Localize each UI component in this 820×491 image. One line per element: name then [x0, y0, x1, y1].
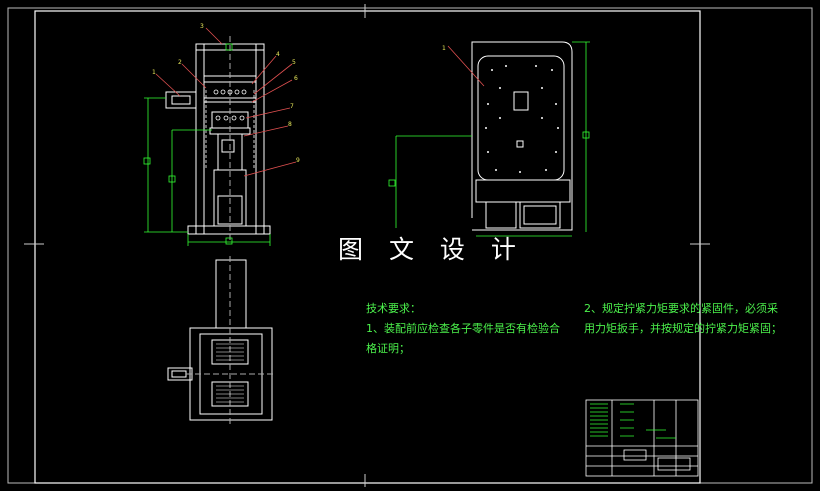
front-view-leaders — [155, 27, 297, 177]
top-view-grid — [216, 343, 244, 403]
balloon-2: 2 — [178, 59, 182, 66]
requirement-2-line-2: 用力矩扳手，并按规定的拧紧力矩紧固； — [584, 322, 782, 335]
requirement-1-line-2: 格证明； — [366, 342, 410, 355]
requirement-2-line-1: 2、规定拧紧力矩要求的紧固件，必须采 — [584, 302, 778, 315]
inner-frame — [34, 10, 701, 484]
side-view-holes — [485, 65, 559, 173]
top-view — [167, 256, 276, 424]
side-view-dimensions — [388, 41, 590, 237]
balloon-1: 1 — [152, 69, 156, 76]
center-marks — [24, 4, 710, 487]
balloon-6: 6 — [294, 75, 298, 82]
side-view-balloon-1: 1 — [442, 45, 446, 52]
balloon-5: 5 — [292, 59, 296, 66]
balloon-8: 8 — [288, 121, 292, 128]
balloon-7: 7 — [290, 103, 294, 110]
technical-requirements-heading: 技术要求： — [366, 302, 421, 315]
balloon-4: 4 — [276, 51, 280, 58]
front-view-dimensions — [143, 43, 271, 246]
requirement-1-line-1: 1、装配前应检查各子零件是否有检验合 — [366, 322, 560, 335]
front-view-balloons: 1 2 3 4 5 6 7 8 9 — [152, 23, 300, 164]
balloon-9: 9 — [296, 157, 300, 164]
side-view — [471, 41, 573, 231]
balloon-3: 3 — [200, 23, 204, 30]
title-block — [585, 399, 699, 477]
drawing-title: 图 文 设 计 — [338, 235, 525, 264]
title-block-green-rows — [590, 403, 676, 439]
side-view-leaders — [447, 45, 485, 87]
